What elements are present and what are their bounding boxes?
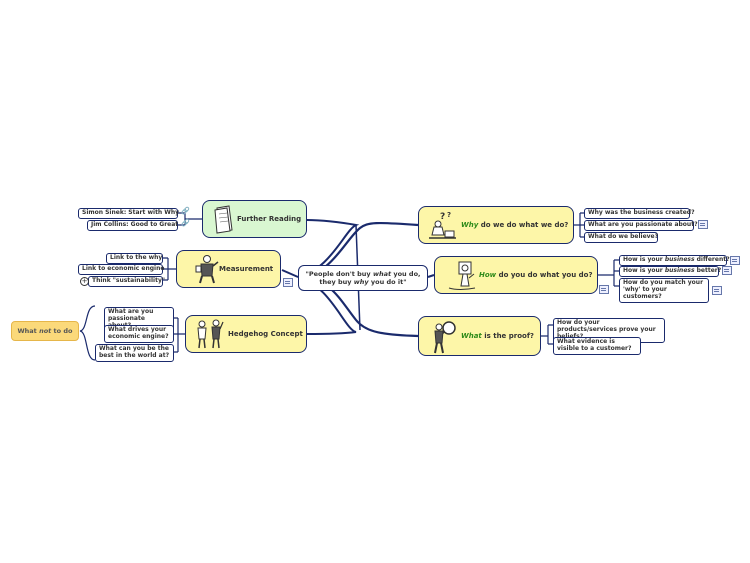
note-icon[interactable] xyxy=(712,286,722,295)
leaf-how-match-why[interactable]: How do you match your 'why' to your cust… xyxy=(619,278,709,303)
note-icon[interactable] xyxy=(722,266,732,275)
leaf-why-passionate[interactable]: What are you passionate about? xyxy=(584,220,698,231)
leaf-how-different[interactable]: How is your business different? xyxy=(619,255,730,266)
topic-label: Measurement xyxy=(219,265,274,273)
topic-label: Further Reading xyxy=(237,215,302,223)
leaf-what-believe[interactable]: What do we believe? xyxy=(584,232,658,243)
person-working-icon xyxy=(448,261,476,290)
topic-label: How do you do what you do? xyxy=(479,271,593,279)
leaf-jim-collins[interactable]: Jim Collins: Good to Great xyxy=(87,220,178,231)
topic-label: Why do we do what we do? xyxy=(461,221,569,229)
leaf-how-better[interactable]: How is your business better? xyxy=(619,266,721,277)
central-topic[interactable]: "People don't buy what you do, they buy … xyxy=(298,265,428,291)
leaf-why-created[interactable]: Why was the business created? xyxy=(584,208,695,219)
note-icon[interactable] xyxy=(698,220,708,229)
people-icon xyxy=(197,319,224,349)
leaf-evidence-visible[interactable]: What evidence is visible to a customer? xyxy=(553,337,641,355)
magnifier-person-icon xyxy=(434,321,456,354)
document-icon xyxy=(214,205,233,234)
note-icon[interactable] xyxy=(730,256,740,265)
topic-how[interactable]: How do you do what you do? xyxy=(434,256,598,294)
topic-hedgehog-concept[interactable]: Hedgehog Concept xyxy=(185,315,307,353)
link-icon[interactable]: 🔗 xyxy=(181,219,190,227)
leaf-link-to-why[interactable]: Link to the why xyxy=(106,253,163,264)
topic-label: Hedgehog Concept xyxy=(228,330,303,338)
note-icon[interactable] xyxy=(283,278,293,287)
topic-label: What is the proof? xyxy=(461,332,534,340)
svg-text:?: ? xyxy=(447,211,451,219)
note-icon[interactable] xyxy=(599,285,609,294)
person-measuring-icon xyxy=(195,255,219,284)
link-icon[interactable]: 🔗 xyxy=(181,207,190,215)
thinking-person-icon: ? ? xyxy=(429,211,456,239)
topic-what[interactable]: What is the proof? xyxy=(418,316,541,356)
leaf-simon-sinek[interactable]: Simon Sinek: Start with Why xyxy=(78,208,179,219)
topic-further-reading[interactable]: Further Reading xyxy=(202,200,307,238)
leaf-best-in-world[interactable]: What can you be the best in the world at… xyxy=(95,344,174,362)
plus-icon[interactable]: + xyxy=(80,277,89,286)
svg-text:?: ? xyxy=(440,212,445,222)
topic-measurement[interactable]: Measurement xyxy=(176,250,281,288)
leaf-think-sustainability[interactable]: Think "sustainability" xyxy=(88,276,165,287)
leaf-economic-engine[interactable]: What drives your economic engine? xyxy=(104,325,174,343)
topic-why[interactable]: ? ? Why do we do what we do? xyxy=(418,206,574,244)
topic-what-not-to-do[interactable]: What not to do xyxy=(11,321,79,341)
leaf-link-to-economic-engine[interactable]: Link to economic engine xyxy=(78,264,164,275)
